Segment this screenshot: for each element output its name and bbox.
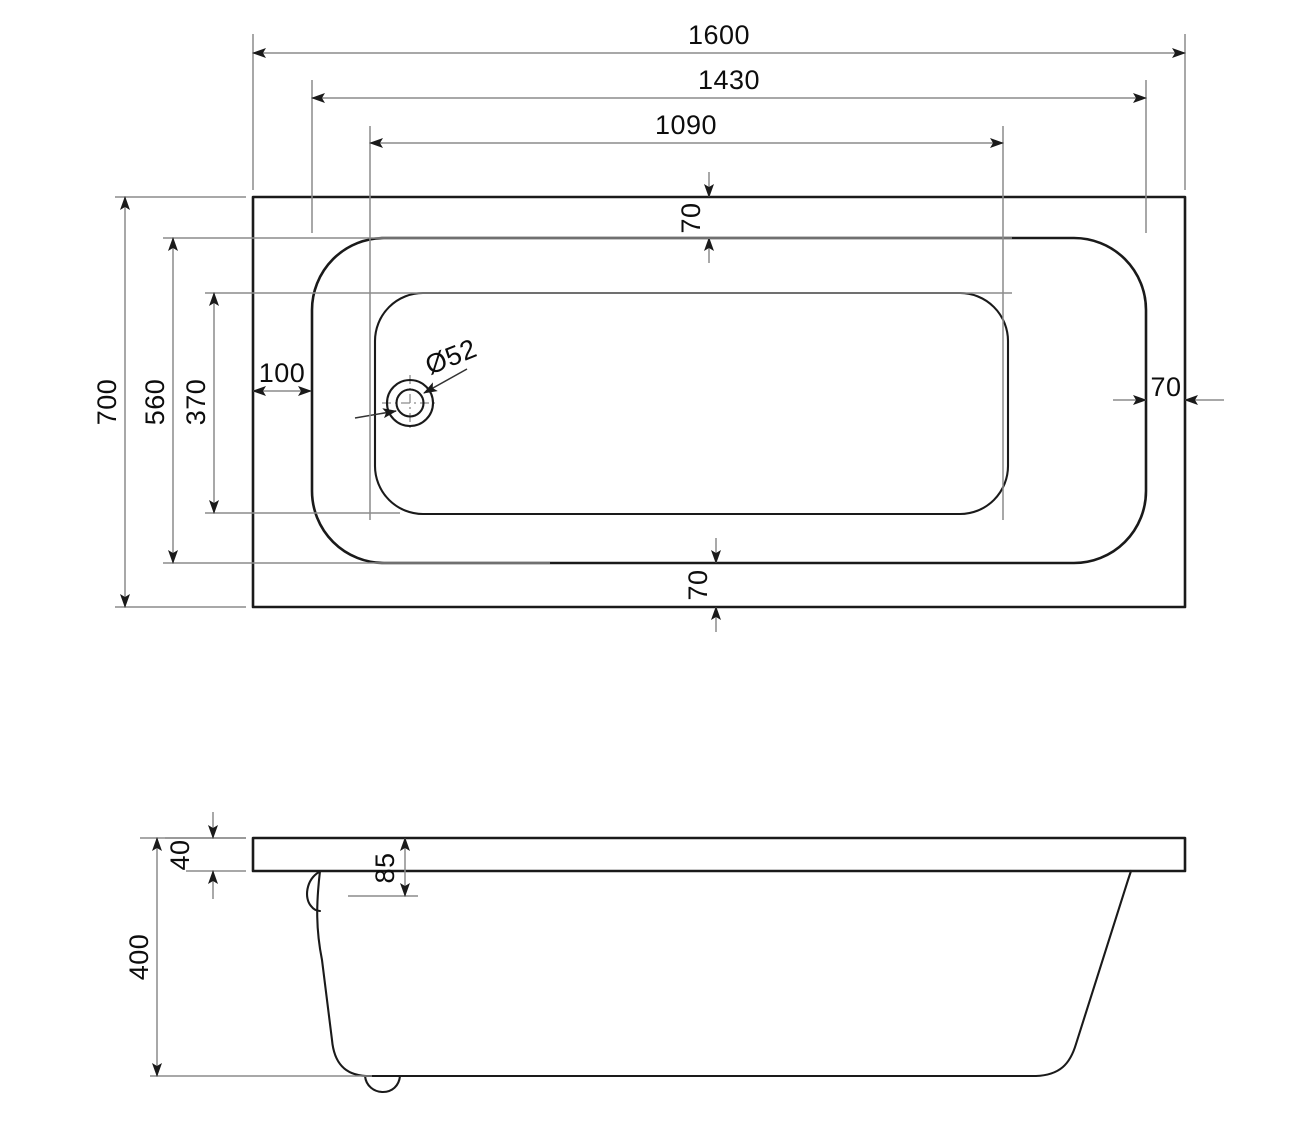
drain-leader-line <box>423 368 468 394</box>
dim-label-400: 400 <box>124 934 154 981</box>
tub-body-profile <box>316 869 1133 1078</box>
dimension-right-rim-70: 70 <box>1113 372 1224 405</box>
dimension-drain-offset-100: 100 <box>252 358 312 396</box>
dimension-rim-inner-length: 1430 <box>311 65 1147 233</box>
plan-horizontal-dimensions: 1600 1430 1090 70 <box>252 20 1224 632</box>
drain-bump <box>363 1074 402 1094</box>
drain-diameter-label: Ø52 <box>421 333 481 380</box>
dim-label-1090: 1090 <box>655 110 717 140</box>
tub-rim-slab <box>251 836 1187 873</box>
drain-diameter-leader <box>354 368 468 419</box>
drain-inner-circle <box>395 388 425 418</box>
dim-label-85: 85 <box>370 852 400 883</box>
plan-vertical-dimensions: 700 560 370 <box>92 196 1012 608</box>
dim-label-700: 700 <box>92 379 122 426</box>
dim-label-100: 100 <box>259 358 306 388</box>
dim-label-560: 560 <box>140 379 170 426</box>
dimension-top-rim-70: 70 <box>676 172 714 263</box>
tub-bowl-outline <box>373 291 1010 516</box>
dimension-overall-height: 400 <box>124 837 246 1077</box>
dim-label-1600: 1600 <box>688 20 750 50</box>
dim-label-370: 370 <box>181 379 211 426</box>
plan-view-geometry: Ø52 <box>251 195 1187 609</box>
dim-label-70-top: 70 <box>676 202 706 233</box>
dimension-rim-inner-width: 560 <box>140 237 1012 564</box>
dimension-bowl-length: 1090 <box>369 110 1004 520</box>
drain-assembly <box>382 375 438 431</box>
dimension-bowl-width: 370 <box>181 292 1012 514</box>
elevation-view-geometry <box>150 836 1187 1094</box>
dimension-overall-width: 700 <box>92 196 246 608</box>
overflow-bump <box>305 870 322 913</box>
dim-label-40: 40 <box>165 839 195 870</box>
dim-label-70-right: 70 <box>1150 372 1181 402</box>
drain-leader-line-opposite <box>354 408 397 419</box>
dim-label-1430: 1430 <box>698 65 760 95</box>
elevation-dimensions: 400 40 85 <box>124 812 418 1077</box>
dim-label-70-bottom: 70 <box>683 569 713 600</box>
dimension-rim-thickness: 40 <box>165 812 246 899</box>
dimension-bottom-rim-70: 70 <box>683 538 721 632</box>
dimension-overflow-height: 85 <box>348 837 418 897</box>
tub-outer-outline <box>251 195 1187 609</box>
drain-outer-circle <box>385 378 435 428</box>
dimension-overall-length: 1600 <box>252 20 1186 190</box>
